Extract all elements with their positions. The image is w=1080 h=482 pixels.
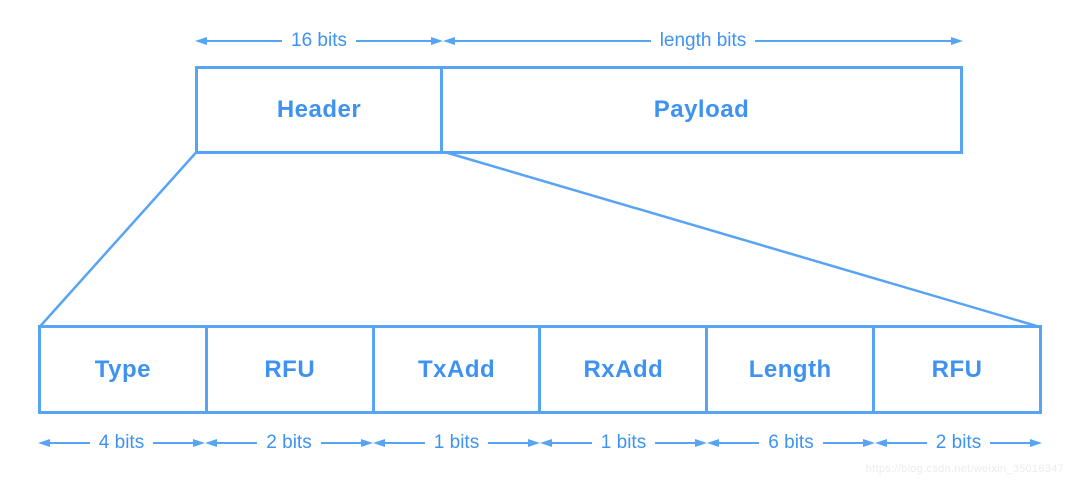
txadd-bits-label: 1 bits: [433, 432, 480, 453]
payload-bits-arrow: length bits: [443, 30, 963, 51]
arrow-line: [385, 442, 425, 444]
field-label: Type: [94, 355, 152, 383]
arrowhead-right-icon: [528, 439, 541, 447]
payload-bits-label: length bits: [659, 30, 747, 51]
field-label: Length: [748, 355, 832, 383]
arrow-line: [822, 442, 864, 444]
arrow-line: [153, 442, 194, 444]
field-label: TxAdd: [417, 355, 496, 383]
field-cell-length: Length: [708, 328, 876, 411]
arrow-line: [887, 442, 927, 444]
rfu2-bits-label: 2 bits: [935, 432, 982, 453]
length-bits-label: 6 bits: [768, 432, 814, 453]
watermark-url: https://blog.csdn.net/weixin_35016347: [865, 463, 1064, 475]
txadd-bits-arrow: 1 bits: [373, 432, 541, 453]
arrowhead-right-icon: [431, 37, 444, 45]
arrowhead-left-icon: [707, 439, 719, 447]
arrow-line: [50, 442, 90, 444]
arrowhead-left-icon: [540, 439, 552, 447]
payload-label: Payload: [653, 96, 750, 123]
rfu1-bits-arrow: 2 bits: [205, 432, 374, 453]
header-label: Header: [276, 96, 362, 123]
field-cell-txadd: TxAdd: [375, 328, 542, 411]
arrowhead-right-icon: [863, 439, 876, 447]
arrowhead-right-icon: [695, 439, 708, 447]
arrowhead-right-icon: [193, 439, 206, 447]
arrow-line: [320, 442, 362, 444]
arrowhead-right-icon: [361, 439, 374, 447]
header-bits-label: 16 bits: [291, 30, 347, 51]
field-cell-rfu2: RFU: [875, 328, 1039, 411]
arrow-line: [217, 442, 258, 444]
arrowhead-left-icon: [205, 439, 217, 447]
arrow-line: [552, 442, 592, 444]
header-cell: Header: [198, 69, 443, 151]
length-bits-arrow: 6 bits: [707, 432, 876, 453]
arrow-line: [655, 442, 696, 444]
arrow-line: [455, 40, 651, 42]
header-bits-arrow: 16 bits: [195, 30, 444, 51]
arrowhead-left-icon: [38, 439, 50, 447]
right-connector-line: [444, 150, 1041, 329]
arrow-line: [755, 40, 951, 42]
field-label: RFU: [931, 355, 983, 383]
field-cell-rxadd: RxAdd: [541, 328, 709, 411]
payload-cell: Payload: [443, 69, 960, 151]
arrowhead-left-icon: [443, 37, 455, 45]
field-cell-type: Type: [41, 328, 208, 411]
arrow-line: [990, 442, 1031, 444]
rxadd-bits-arrow: 1 bits: [540, 432, 708, 453]
left-connector-line: [38, 151, 198, 328]
field-label: RFU: [264, 355, 316, 383]
arrowhead-left-icon: [373, 439, 385, 447]
header-fields-row: Type RFU TxAdd RxAdd Length RFU: [38, 325, 1042, 414]
packet-box: Header Payload: [195, 66, 963, 154]
arrowhead-right-icon: [951, 37, 963, 45]
arrow-line: [207, 40, 283, 42]
arrow-line: [356, 40, 432, 42]
rxadd-bits-label: 1 bits: [600, 432, 647, 453]
arrow-line: [488, 442, 529, 444]
arrowhead-left-icon: [195, 37, 207, 45]
field-label: RxAdd: [583, 355, 664, 383]
type-bits-arrow: 4 bits: [38, 432, 206, 453]
arrowhead-left-icon: [875, 439, 887, 447]
type-bits-label: 4 bits: [98, 432, 145, 453]
field-cell-rfu1: RFU: [208, 328, 375, 411]
arrow-line: [719, 442, 760, 444]
arrowhead-right-icon: [1030, 439, 1043, 447]
rfu1-bits-label: 2 bits: [266, 432, 312, 453]
rfu2-bits-arrow: 2 bits: [875, 432, 1043, 453]
